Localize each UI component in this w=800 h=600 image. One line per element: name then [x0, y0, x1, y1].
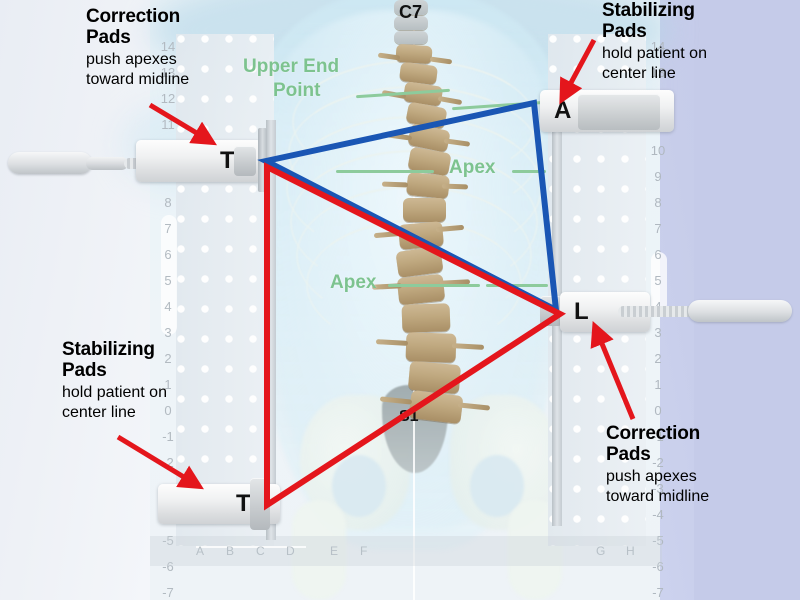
tr-pad-mount[interactable]: [250, 478, 270, 530]
label-c7: C7: [399, 2, 423, 22]
bottom-rail-line: [196, 546, 306, 548]
ruler-tick: -3: [652, 481, 664, 496]
th-pad-knob[interactable]: [8, 152, 92, 174]
bottom-rail: [150, 536, 662, 566]
ruler-tick: 14: [650, 39, 666, 54]
l-pad-knob[interactable]: [688, 300, 792, 322]
apex-upper-marker-line: [336, 170, 434, 173]
callout-stabilizing-pads-top-right: Stabilizing Pads hold patient on center …: [602, 0, 707, 84]
callout-heading-line2: Pads: [62, 360, 107, 382]
ruler-tick: -1: [652, 429, 664, 444]
ruler-tick: 8: [164, 195, 172, 210]
l-pad-thread[interactable]: [618, 306, 696, 317]
callout-heading-line1: Stabilizing: [602, 0, 695, 21]
ruler-tick: -4: [652, 507, 664, 522]
label-apex-lower: Apex: [330, 272, 377, 293]
panel-holes: [176, 34, 274, 546]
ruler-tick: 7: [654, 221, 662, 236]
bottom-letter: H: [626, 544, 635, 558]
ruler-tick: 14: [160, 39, 176, 54]
label-upper-end-point-line1: Upper End: [243, 56, 340, 77]
frame-post-left: [266, 120, 276, 540]
callout-sub-line2: center line: [602, 65, 676, 83]
ruler-tick: -6: [162, 559, 174, 574]
apex-lower-marker-line: [388, 284, 480, 287]
ruler-tick: 6: [164, 247, 172, 262]
bottom-letter: B: [226, 544, 235, 558]
ruler-tick: 13: [160, 65, 176, 80]
ruler-tick: 13: [650, 65, 666, 80]
callout-heading-line2: Pads: [606, 444, 651, 466]
callout-heading-line1: Correction: [86, 6, 181, 27]
bottom-letter: C: [256, 544, 265, 558]
ruler-tick: -2: [162, 455, 174, 470]
ruler-tick: 11: [161, 117, 175, 132]
ruler-tick: -1: [162, 429, 174, 444]
ruler-tick: -7: [162, 585, 174, 600]
ruler-tick: 7: [164, 221, 172, 236]
ruler-tick: 3: [164, 325, 172, 340]
ruler-tick: 9: [654, 169, 662, 184]
callout-correction-pads-top-left: Correction Pads push apexes toward midli…: [86, 6, 189, 90]
ruler-tick: 4: [164, 299, 172, 314]
callout-correction-pads-bottom-right: Correction Pads push apexes toward midli…: [606, 423, 709, 507]
bottom-letter: E: [330, 544, 339, 558]
callout-heading-line1: Stabilizing: [62, 339, 155, 360]
callout-heading-line1: Correction: [606, 423, 701, 444]
ruler-scale-left: 14131211109876543210-1-2-3-4-5-6-7-8-9-1…: [156, 34, 180, 600]
bottom-letter: F: [360, 544, 368, 558]
ruler-tick: 2: [654, 351, 662, 366]
th-pad-rod[interactable]: [86, 157, 128, 170]
callout-sub-line1: hold patient on: [602, 44, 707, 62]
bottom-letter: G: [596, 544, 606, 558]
callout-sub-line1: hold patient on: [62, 383, 167, 401]
ruler-tick: -7: [652, 585, 664, 600]
ruler-tick: 5: [654, 273, 662, 288]
ruler-tick: 10: [650, 143, 666, 158]
callout-sub-line2: center line: [62, 404, 136, 422]
ruler-tick: 0: [654, 403, 662, 418]
callout-heading-line2: Pads: [602, 21, 647, 43]
slider-slot-left: [161, 215, 177, 335]
label-upper-end-point-line2: Point: [273, 80, 321, 101]
label-s1: S1: [399, 408, 419, 425]
pad-l-label: L: [574, 298, 589, 325]
th-pad-mount[interactable]: [234, 146, 256, 176]
label-apex-upper: Apex: [449, 157, 496, 178]
femur-left: [292, 500, 346, 600]
frame-left-background: [0, 0, 150, 600]
ruler-tick: 6: [654, 247, 662, 262]
ruler-tick: 8: [654, 195, 662, 210]
bottom-letter: D: [286, 544, 295, 558]
callout-heading-line2: Pads: [86, 27, 131, 49]
callout-stabilizing-pads-bottom-left: Stabilizing Pads hold patient on center …: [62, 339, 167, 423]
ruler-tick: 0: [164, 403, 172, 418]
ruler-tick: 1: [164, 377, 172, 392]
apex-upper-marker-line: [512, 170, 546, 173]
bottom-letter: A: [196, 544, 205, 558]
ruler-tick: -5: [162, 533, 174, 548]
callout-sub-line2: toward midline: [606, 488, 710, 506]
pad-a-label: A: [554, 97, 572, 124]
slider-slot-right: [651, 252, 667, 312]
ruler-tick: 1: [654, 377, 662, 392]
ruler-tick: 3: [654, 325, 662, 340]
ruler-tick: 2: [164, 351, 172, 366]
apex-lower-marker-line: [486, 284, 548, 287]
th-pad-plate: [258, 128, 267, 192]
l-pad-mount[interactable]: [540, 296, 562, 326]
ruler-tick: -5: [652, 533, 664, 548]
a-pad-mount[interactable]: [578, 94, 660, 130]
ruler-tick: 5: [164, 273, 172, 288]
ruler-tick: -6: [652, 559, 664, 574]
pad-l[interactable]: L: [560, 292, 650, 332]
ruler-tick: 12: [160, 91, 176, 106]
callout-sub-line1: push apexes: [606, 467, 697, 485]
callout-sub-line2: toward midline: [86, 71, 190, 89]
perforated-panel-left: [176, 34, 274, 546]
callout-sub-line1: push apexes: [86, 50, 177, 68]
ruler-tick: -2: [652, 455, 664, 470]
